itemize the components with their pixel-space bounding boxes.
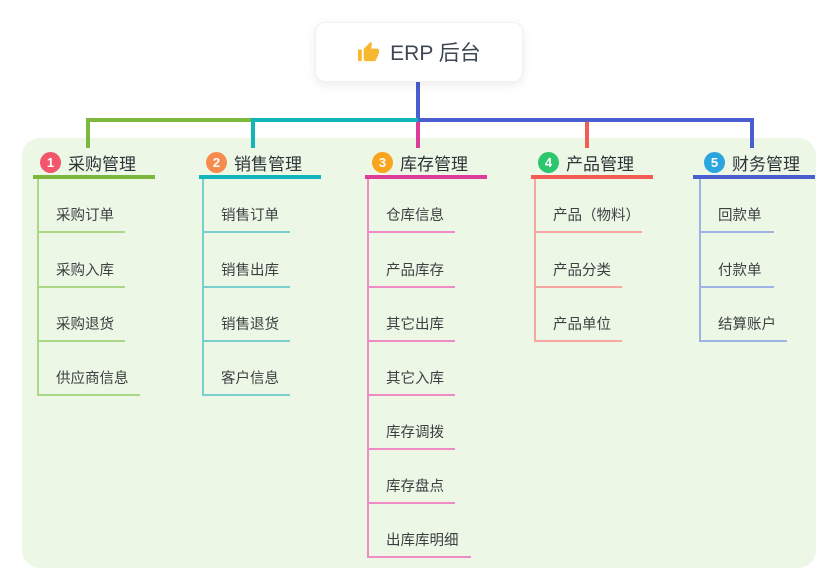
branch-underline-sales [199, 175, 321, 179]
branch-label: 采购管理 [68, 154, 136, 174]
connector-drop-branch3 [416, 122, 420, 148]
branch-header-purchase[interactable]: 1 采购管理 [40, 150, 136, 174]
connector-drop-branch2 [251, 118, 255, 148]
leaf-node[interactable]: 产品（物料） [534, 201, 642, 233]
branch-header-product[interactable]: 4 产品管理 [538, 150, 634, 174]
branch-header-sales[interactable]: 2 销售管理 [206, 150, 302, 174]
branch-label: 产品管理 [566, 154, 634, 174]
branch-number-badge: 1 [40, 151, 61, 173]
connector-rail-branch5 [418, 118, 754, 122]
connector-drop-branch1 [86, 118, 90, 148]
connector-drop-branch5 [750, 118, 754, 148]
branch-header-inventory[interactable]: 3 库存管理 [372, 150, 468, 174]
branch-label: 销售管理 [234, 154, 302, 174]
leaf-node[interactable]: 出库库明细 [367, 526, 471, 558]
leaf-node[interactable]: 结算账户 [699, 310, 787, 342]
leaf-node[interactable]: 供应商信息 [37, 364, 140, 396]
branch-underline-product [531, 175, 653, 179]
child-spine-inventory [367, 179, 369, 558]
branches-panel [22, 138, 816, 568]
leaf-node[interactable]: 销售订单 [202, 201, 290, 233]
child-spine-finance [699, 179, 701, 341]
leaf-node[interactable]: 产品分类 [534, 256, 622, 288]
leaf-node[interactable]: 库存盘点 [367, 472, 455, 504]
root-node[interactable]: ERP 后台 [315, 22, 523, 82]
branch-number-badge: 4 [538, 151, 559, 173]
branch-header-finance[interactable]: 5 财务管理 [704, 150, 800, 174]
branch-underline-finance [693, 175, 815, 179]
leaf-node[interactable]: 销售退货 [202, 310, 290, 342]
child-spine-product [534, 179, 536, 341]
leaf-node[interactable]: 其它出库 [367, 310, 455, 342]
leaf-node[interactable]: 产品单位 [534, 310, 622, 342]
branch-number-badge: 5 [704, 151, 725, 173]
root-stem-line [416, 81, 420, 120]
connector-rail-branch2 [251, 118, 418, 122]
leaf-node[interactable]: 仓库信息 [367, 201, 455, 233]
branch-label: 库存管理 [400, 154, 468, 174]
leaf-node[interactable]: 其它入库 [367, 364, 455, 396]
leaf-node[interactable]: 采购订单 [37, 201, 125, 233]
branch-label: 财务管理 [732, 154, 800, 174]
leaf-node[interactable]: 销售出库 [202, 256, 290, 288]
branch-number-badge: 3 [372, 151, 393, 173]
connector-rail-branch1 [86, 118, 253, 122]
leaf-node[interactable]: 产品库存 [367, 256, 455, 288]
connector-drop-branch4 [585, 122, 589, 148]
branch-underline-inventory [365, 175, 487, 179]
branch-number-badge: 2 [206, 151, 227, 173]
thumbs-up-icon [357, 41, 380, 64]
leaf-node[interactable]: 库存调拨 [367, 418, 455, 450]
leaf-node[interactable]: 采购入库 [37, 256, 125, 288]
leaf-node[interactable]: 付款单 [699, 256, 774, 288]
leaf-node[interactable]: 回款单 [699, 201, 774, 233]
root-title: ERP 后台 [390, 42, 481, 65]
leaf-node[interactable]: 客户信息 [202, 364, 290, 396]
branch-underline-purchase [33, 175, 155, 179]
leaf-node[interactable]: 采购退货 [37, 310, 125, 342]
